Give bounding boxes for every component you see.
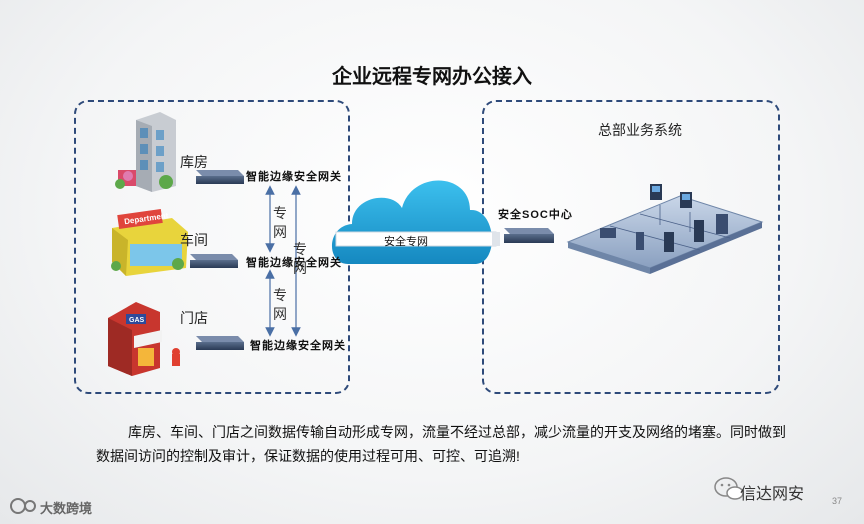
page-title: 企业远程专网办公接入	[332, 66, 532, 88]
shop-icon: GAS	[108, 302, 180, 376]
gateway-label-warehouse: 智能边缘安全网关	[246, 171, 342, 183]
description-text: 库房、车间、门店之间数据传输自动形成专网，流量不经过总部，减少流量的开支及网络的…	[96, 424, 786, 464]
gateway-label-store: 智能边缘安全网关	[250, 340, 346, 352]
watermark-text: 大数跨境	[40, 501, 93, 516]
site-label-warehouse: 库房	[180, 154, 208, 170]
department-store-icon: Department	[111, 209, 188, 276]
svg-text:GAS: GAS	[129, 317, 145, 324]
link-label-top: 专网	[273, 205, 287, 240]
cloud-icon	[331, 180, 500, 264]
gateway-device-icon	[190, 254, 238, 268]
gateway-device-icon	[196, 170, 244, 184]
watermark-logo-icon	[10, 498, 36, 514]
link-label-long: 专网	[293, 241, 307, 276]
site-label-store: 门店	[180, 310, 208, 326]
hq-title: 总部业务系统	[598, 122, 682, 138]
warehouse-building-icon	[115, 112, 176, 192]
wechat-icon	[714, 477, 744, 500]
site-label-workshop: 车间	[180, 232, 208, 248]
link-label-bottom: 专网	[273, 287, 287, 322]
gateway-device-icon	[196, 336, 244, 350]
brand-name: 信达网安	[740, 486, 805, 503]
server-platform-icon	[566, 184, 764, 274]
soc-device-icon	[504, 228, 554, 243]
soc-label: 安全SOC中心	[498, 209, 573, 221]
page-number: 37	[832, 496, 843, 506]
cloud-label: 安全专网	[384, 236, 428, 248]
gateway-label-workshop: 智能边缘安全网关	[246, 257, 342, 269]
